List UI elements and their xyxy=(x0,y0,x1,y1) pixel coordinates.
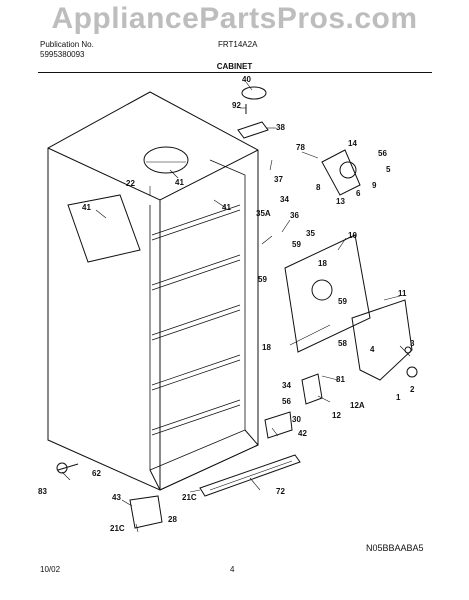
toe-grille xyxy=(199,454,301,497)
callout-1: 1 xyxy=(396,393,401,402)
callout-41: 41 xyxy=(222,203,231,212)
callout-14: 14 xyxy=(348,139,357,148)
callout-56: 56 xyxy=(378,149,387,158)
callout-9: 9 xyxy=(372,181,377,190)
callout-21C: 21C xyxy=(182,493,197,502)
callout-12: 12 xyxy=(332,411,341,420)
publication-label: Publication No. xyxy=(40,40,94,49)
air-diffuser xyxy=(67,194,141,263)
callout-72: 72 xyxy=(276,487,285,496)
callout-59: 59 xyxy=(292,240,301,249)
callout-43: 43 xyxy=(112,493,121,502)
callout-3: 3 xyxy=(410,339,415,348)
bracket xyxy=(301,373,323,405)
shelf-rails xyxy=(151,204,241,436)
section-title: CABINET xyxy=(216,62,253,71)
callout-6: 6 xyxy=(356,189,361,198)
callout-78: 78 xyxy=(296,143,305,152)
callout-5: 5 xyxy=(386,165,391,174)
hinge-cover xyxy=(241,86,267,100)
callout-34: 34 xyxy=(282,381,291,390)
light-housing xyxy=(143,146,189,174)
callout-35: 35 xyxy=(306,229,315,238)
callout-18: 18 xyxy=(262,343,271,352)
callout-34: 34 xyxy=(280,195,289,204)
callout-38: 38 xyxy=(276,123,285,132)
callout-2: 2 xyxy=(410,385,415,394)
callout-42: 42 xyxy=(298,429,307,438)
bottom-hinge xyxy=(129,495,163,529)
leader-lines xyxy=(61,81,411,533)
callout-36: 36 xyxy=(290,211,299,220)
callout-58: 58 xyxy=(338,339,347,348)
valve-bracket xyxy=(321,149,361,196)
callout-30: 30 xyxy=(292,415,301,424)
callout-56: 56 xyxy=(282,397,291,406)
callout-35A: 35A xyxy=(256,209,271,218)
watermark: AppliancePartsPros.com xyxy=(51,2,418,35)
model-number: FRT14A2A xyxy=(218,40,258,49)
publication-block: Publication No. 5995380093 xyxy=(40,40,94,60)
callout-81: 81 xyxy=(336,375,345,384)
dispenser-housing xyxy=(351,299,413,381)
diagram-code: N05BBAABA5 xyxy=(366,543,424,553)
callout-62: 62 xyxy=(92,469,101,478)
callout-12A: 12A xyxy=(350,401,365,410)
header-rule xyxy=(38,72,432,73)
callout-18: 18 xyxy=(318,259,327,268)
cabinet-top-edge xyxy=(47,147,259,201)
callout-22: 22 xyxy=(126,179,135,188)
lower-hinge xyxy=(264,411,293,439)
footer-page: 4 xyxy=(230,565,235,574)
callout-10: 10 xyxy=(348,231,357,240)
publication-number: 5995380093 xyxy=(40,50,85,59)
callout-21C: 21C xyxy=(110,524,125,533)
leveling-leg xyxy=(57,463,79,471)
callout-41: 41 xyxy=(175,178,184,187)
callout-28: 28 xyxy=(168,515,177,524)
callout-4: 4 xyxy=(370,345,375,354)
top-hinge xyxy=(237,121,269,139)
callout-8: 8 xyxy=(316,183,321,192)
callout-59: 59 xyxy=(258,275,267,284)
callout-37: 37 xyxy=(274,175,283,184)
control-panel xyxy=(284,234,371,353)
callout-40: 40 xyxy=(242,75,251,84)
callout-41: 41 xyxy=(82,203,91,212)
cabinet-outline xyxy=(47,91,259,491)
footer-date: 10/02 xyxy=(40,565,61,574)
callout-92: 92 xyxy=(232,101,241,110)
callout-83: 83 xyxy=(38,487,47,496)
callout-59: 59 xyxy=(338,297,347,306)
base-edge xyxy=(149,429,259,491)
callout-13: 13 xyxy=(336,197,345,206)
callout-11: 11 xyxy=(398,289,407,298)
